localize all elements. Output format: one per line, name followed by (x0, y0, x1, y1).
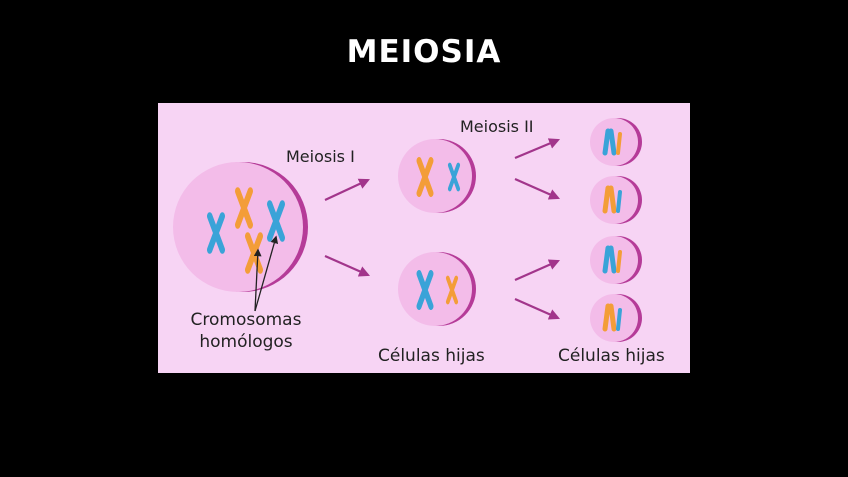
homologs-pointer (253, 235, 279, 312)
meiosis1-arrows (324, 178, 371, 277)
daughter-cells-label-2: Células hijas (558, 346, 665, 366)
meiosis1-label: Meiosis I (286, 147, 355, 166)
daughter-cells-label-1: Células hijas (378, 346, 485, 366)
granddaughter-cell-4 (590, 294, 642, 342)
meiosis-diagram: Meiosis I Meiosis II Cromosomas homólogo… (158, 103, 690, 373)
diagram-graphic (173, 118, 642, 342)
daughter-cell-2 (398, 252, 476, 326)
granddaughter-cell-1 (590, 118, 642, 166)
homologs-label: Cromosomas homólogos (190, 310, 302, 352)
meiosis2-label: Meiosis II (460, 117, 534, 136)
granddaughter-cell-2 (590, 176, 642, 224)
daughter-cell-1 (398, 139, 476, 213)
page-title: MEIOSIA (346, 34, 502, 70)
granddaughter-cell-3 (590, 236, 642, 284)
parent-cell (173, 162, 308, 292)
meiosis2-arrows (514, 138, 561, 320)
